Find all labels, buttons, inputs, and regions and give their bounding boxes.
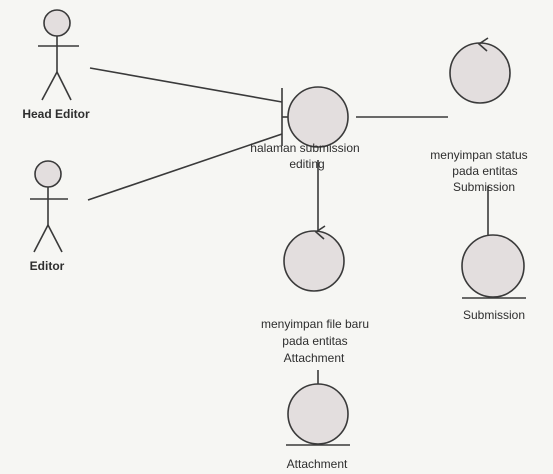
actor-editor-leg-left	[33, 224, 49, 253]
boundary-label-line1: halaman submission	[250, 141, 359, 155]
control-save-status-arrow-icon	[477, 37, 489, 52]
control-save-status-label-line2: pada entitas	[452, 164, 517, 178]
entity-attachment-circle-icon	[287, 383, 349, 445]
control-save-status-label-line1: menyimpan status	[430, 148, 527, 162]
boundary-submission-editing: halaman submission editing	[250, 86, 360, 171]
control-save-status-label-line3: Submission	[453, 180, 515, 194]
control-save-status-circle-icon	[449, 42, 511, 104]
actor-head-editor-head	[43, 9, 71, 37]
actor-head-editor-leg-left	[41, 71, 58, 101]
actor-editor-head	[34, 160, 62, 188]
actor-editor: Editor	[30, 160, 68, 273]
control-save-file-circle-icon	[283, 230, 345, 292]
actor-head-editor-label: Head Editor	[22, 107, 90, 121]
entity-attachment: Attachment	[286, 383, 350, 471]
connectors	[87, 67, 489, 384]
actor-editor-leg-right	[47, 224, 63, 253]
control-save-file: menyimpan file baru pada entitas Attachm…	[261, 225, 369, 365]
control-save-file-label-line1: menyimpan file baru	[261, 317, 369, 331]
actor-head-editor: Head Editor	[22, 9, 90, 121]
entity-submission-label: Submission	[463, 308, 525, 322]
entity-attachment-label: Attachment	[287, 457, 348, 471]
entity-submission: Submission	[461, 234, 526, 322]
boundary-circle-icon	[287, 86, 349, 148]
link-head-editor-boundary	[89, 67, 283, 103]
control-save-file-arrow-icon	[314, 225, 326, 240]
control-save-file-label-line3: Attachment	[284, 351, 345, 365]
link-editor-boundary	[87, 133, 283, 201]
actor-head-editor-leg-right	[56, 71, 72, 101]
entity-submission-circle-icon	[461, 234, 525, 298]
control-save-file-label-line2: pada entitas	[282, 334, 347, 348]
control-save-status: menyimpan status pada entitas Submission	[430, 37, 528, 194]
actor-editor-label: Editor	[30, 259, 65, 273]
boundary-label-line2: editing	[289, 157, 324, 171]
